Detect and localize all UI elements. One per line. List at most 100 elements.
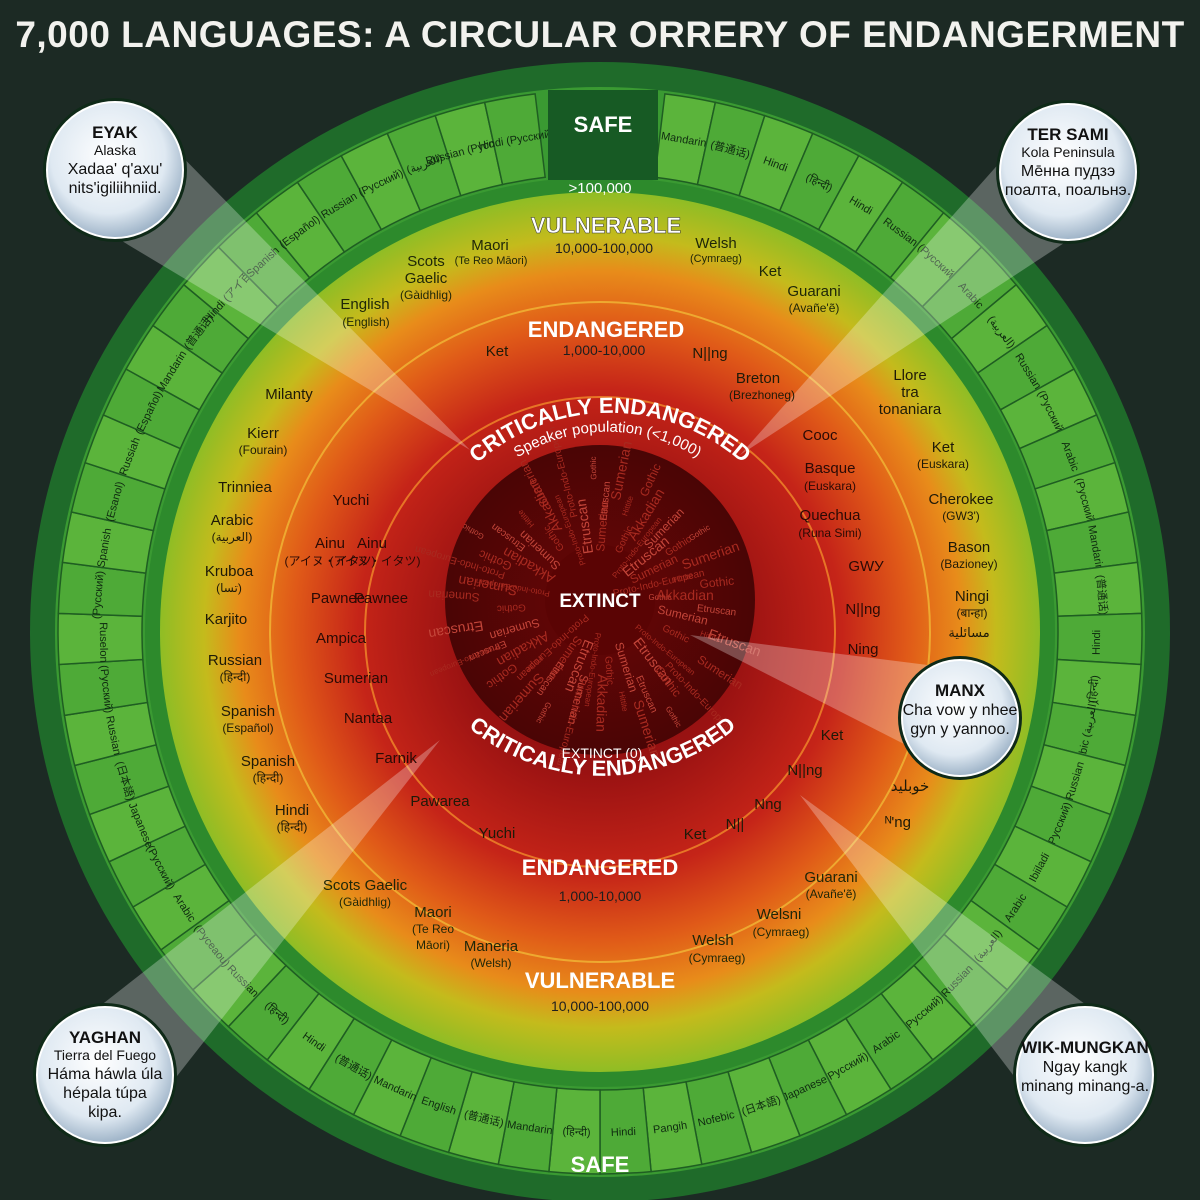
endangered-language-name: Breton bbox=[736, 370, 780, 387]
callout-region: Alaska bbox=[94, 142, 136, 158]
globe-icon bbox=[1016, 1006, 1154, 1144]
extinct-language-word: Sumerian bbox=[593, 500, 611, 552]
globe-icon bbox=[36, 1006, 174, 1144]
endangered-language-name: N||ng bbox=[787, 762, 822, 779]
callout-language-name: EYAK bbox=[92, 123, 138, 142]
endangered-language-name: Llore bbox=[893, 367, 926, 384]
endangered-language-name: (हिन्दी) bbox=[253, 771, 284, 785]
callout-phrase: Xadaa' q'axu' bbox=[68, 161, 163, 178]
vulnerable-language-name: Ket bbox=[759, 263, 782, 280]
extinct-language-word: Gothic bbox=[699, 574, 735, 592]
callout-language-name: WIK-MUNGKAN bbox=[1021, 1038, 1148, 1057]
callout-language-name: YAGHAN bbox=[69, 1028, 141, 1047]
endangered-language-name: Hindi bbox=[275, 802, 309, 819]
vulnerable-language-name: Welsh bbox=[695, 235, 736, 252]
safe-language-name: (Русский) bbox=[97, 665, 114, 714]
callout-phrase: Ngay kangk bbox=[1043, 1059, 1128, 1076]
vulnerable-language-name: (Gàidhlig) bbox=[339, 895, 391, 909]
endangered-language-name: (हिन्दी) bbox=[277, 820, 308, 834]
safe-top-label: SAFE bbox=[574, 112, 633, 137]
endangered-language-name: Ket bbox=[684, 826, 707, 843]
vulnerable-language-name: (Cymraeg) bbox=[689, 951, 746, 965]
critical-language-name: Farnik bbox=[375, 750, 417, 767]
extinct-label: EXTINCT bbox=[559, 591, 641, 612]
globe-icon bbox=[999, 103, 1137, 241]
endangered-language-name: Bason bbox=[948, 539, 991, 556]
vulnerable-top-label: VULNERABLE bbox=[531, 213, 681, 238]
endangered-language-name: Arabic bbox=[211, 512, 254, 529]
endangered-top-label: ENDANGERED bbox=[528, 317, 684, 342]
safe-language-cell bbox=[483, 93, 547, 186]
vulnerable-language-name: Guarani bbox=[787, 283, 840, 300]
extinct-sub-label: EXTINCT (0) bbox=[562, 745, 643, 761]
safe-language-name: (हिन्दी) bbox=[1086, 674, 1102, 703]
critical-language-name: Yuchi bbox=[333, 492, 370, 509]
safe-language-name: Pangih bbox=[652, 1120, 688, 1137]
endangered-language-name: N||ng bbox=[692, 345, 727, 362]
critical-language-name: (アイヌ・イタツ) bbox=[330, 554, 421, 568]
extinct-language-word: Etruscan bbox=[598, 481, 613, 521]
endangered-language-name: (GW3') bbox=[942, 509, 980, 523]
extinct-language-word: Akkadian bbox=[656, 587, 714, 603]
critical-language-name: Cooc bbox=[802, 427, 838, 444]
critical-language-name: (Runa Simi) bbox=[798, 526, 861, 540]
endangered-language-name: Yuchi bbox=[479, 825, 516, 842]
callout-phrase: поалта, поальнэ. bbox=[1005, 182, 1131, 199]
critical-language-name: Ainu bbox=[357, 535, 387, 552]
critical-language-name: Ainu bbox=[315, 535, 345, 552]
callout-phrase: hépala túpa bbox=[63, 1085, 147, 1102]
endangered-language-name: (تسا) bbox=[216, 581, 242, 595]
extinct-language-word: Etruscan bbox=[696, 603, 736, 619]
critical-language-name: Sumerian bbox=[324, 670, 388, 687]
vulnerable-bottom-range: 10,000-100,000 bbox=[551, 998, 649, 1014]
critical-language-name: Basque bbox=[805, 460, 856, 477]
critical-language-name: Pawnee bbox=[311, 590, 365, 607]
vulnerable-language-name: (Te Reo bbox=[412, 922, 454, 936]
safe-bottom-label: SAFE bbox=[571, 1152, 630, 1177]
callout-language-name: MANX bbox=[935, 681, 986, 700]
endangered-language-name: (Bazioney) bbox=[940, 557, 997, 571]
vulnerable-language-name: (Cymraeg) bbox=[753, 925, 810, 939]
critical-language-name: Quechua bbox=[800, 507, 862, 524]
extinct-language-word: Gothic bbox=[497, 601, 526, 614]
endangered-language-name: (Español) bbox=[222, 721, 273, 735]
critical-language-name: (Euskara) bbox=[804, 479, 856, 493]
vulnerable-language-name: Maori bbox=[471, 237, 509, 254]
endangered-language-name: Spanish bbox=[221, 703, 275, 720]
endangered-language-name: مسائلية bbox=[948, 625, 989, 640]
vulnerable-bottom-label: VULNERABLE bbox=[525, 968, 675, 993]
endangered-language-name: tra bbox=[901, 384, 919, 401]
endangered-language-name: Pawarea bbox=[410, 793, 470, 810]
endangered-language-name: خوبليد bbox=[891, 778, 930, 795]
endangered-language-name: tonaniara bbox=[879, 401, 942, 418]
safe-language-name: Hindi bbox=[1091, 630, 1103, 655]
vulnerable-language-name: Maneria bbox=[464, 938, 519, 955]
vulnerable-language-name: Scots Gaelic bbox=[323, 877, 408, 894]
extinct-language-word: Sumerian bbox=[428, 587, 480, 604]
endangered-ring-border bbox=[269, 301, 931, 963]
critical-language-name: Ning bbox=[848, 641, 879, 658]
extinct-language-word: Akkadian bbox=[593, 674, 611, 732]
safe-top-tab bbox=[548, 90, 658, 180]
vulnerable-language-name: Welsh bbox=[692, 932, 733, 949]
callout-language-name: TER SAMI bbox=[1027, 125, 1108, 144]
critical-language-name: GWУ bbox=[848, 558, 884, 575]
endangered-language-name: N|| bbox=[726, 816, 745, 833]
endangered-language-name: Russian bbox=[208, 652, 262, 669]
endangered-language-name: (बान्हा) bbox=[956, 606, 987, 620]
endangered-language-name: (العربية) bbox=[212, 530, 253, 545]
vulnerable-language-name: (Avañe'ẽ) bbox=[806, 887, 857, 901]
critical-language-name: N||ng bbox=[845, 601, 880, 618]
callout-phrase: gyn y yannoo. bbox=[910, 721, 1010, 738]
extinct-language-word: Gothic bbox=[602, 656, 615, 686]
vulnerable-language-name: (Te Reo Māori) bbox=[455, 255, 528, 267]
endangered-language-name: Kierr bbox=[247, 425, 279, 442]
critical-ring-border bbox=[364, 396, 836, 868]
extinct-language-word: Hittite bbox=[617, 691, 630, 713]
vulnerable-language-name: (Welsh) bbox=[470, 956, 511, 970]
